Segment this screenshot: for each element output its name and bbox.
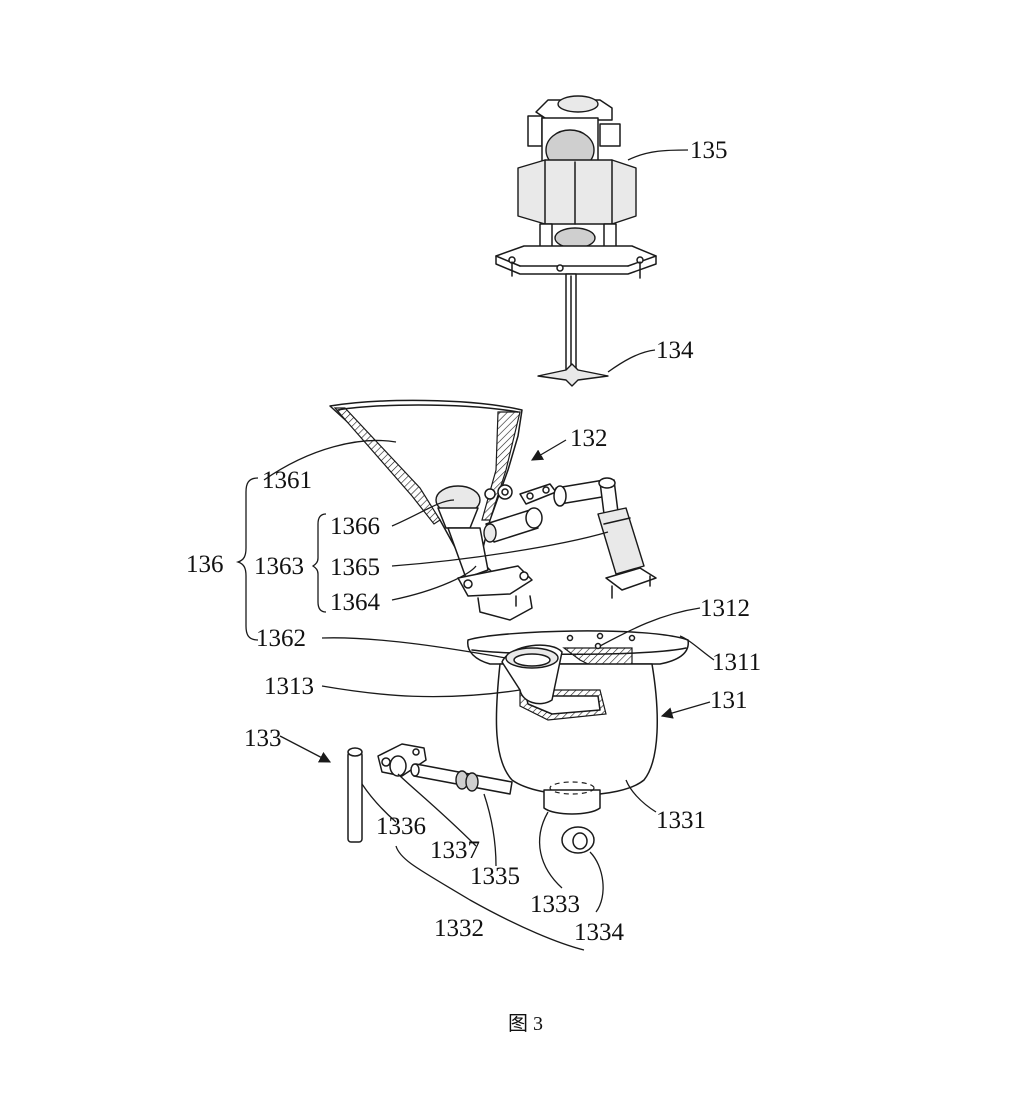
label-1334: 1334 bbox=[574, 919, 625, 946]
stirrer-shaft bbox=[537, 273, 609, 387]
label-1337: 1337 bbox=[430, 837, 480, 864]
label-1313: 1313 bbox=[264, 673, 314, 700]
label-1366: 1366 bbox=[330, 513, 380, 540]
label-1364: 1364 bbox=[330, 589, 381, 616]
label-1336: 1336 bbox=[376, 813, 426, 840]
figure-caption: 图 3 bbox=[508, 1013, 543, 1035]
label-1361: 1361 bbox=[262, 467, 312, 494]
label-131: 131 bbox=[710, 687, 748, 714]
actuator-arm bbox=[483, 477, 657, 599]
label-1363: 1363 bbox=[254, 553, 304, 580]
label-1312: 1312 bbox=[700, 595, 750, 622]
leader-lines bbox=[235, 149, 715, 951]
label-133: 133 bbox=[244, 725, 282, 752]
funnel-hopper bbox=[329, 399, 533, 621]
grinding-bowl bbox=[467, 630, 689, 854]
label-1333: 1333 bbox=[530, 891, 580, 918]
label-1335: 1335 bbox=[470, 863, 520, 890]
label-134: 134 bbox=[656, 337, 694, 364]
label-136: 136 bbox=[186, 551, 224, 578]
label-1331: 1331 bbox=[656, 807, 706, 834]
label-1365: 1365 bbox=[330, 554, 380, 581]
label-132: 132 bbox=[570, 425, 608, 452]
label-135: 135 bbox=[690, 137, 728, 164]
valve-group bbox=[347, 743, 513, 843]
motor-unit bbox=[495, 95, 657, 279]
label-1332: 1332 bbox=[434, 915, 484, 942]
label-1311: 1311 bbox=[712, 649, 761, 676]
label-1362: 1362 bbox=[256, 625, 306, 652]
